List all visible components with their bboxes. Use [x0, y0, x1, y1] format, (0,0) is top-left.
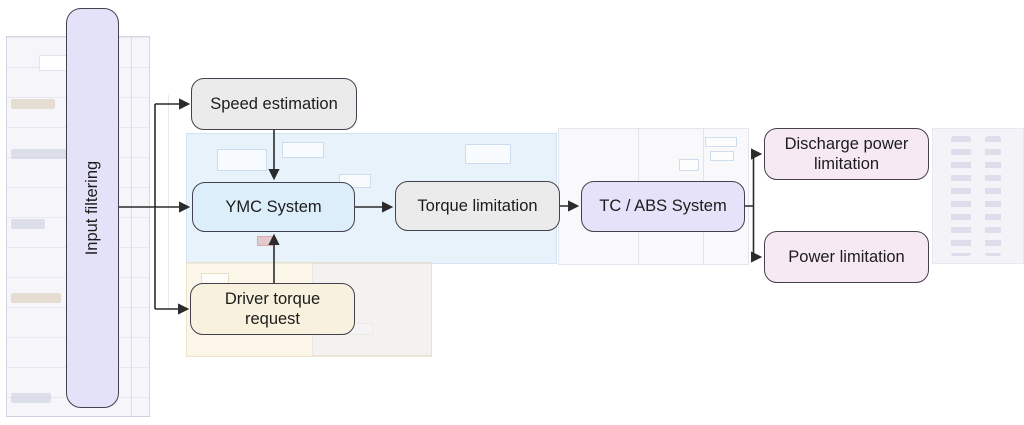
node-label: Speed estimation [210, 94, 338, 113]
node-label: TC / ABS System [599, 197, 727, 216]
node-label: Discharge power limitation [784, 134, 909, 173]
node-label: Power limitation [788, 247, 905, 266]
node-speed-estimation: Speed estimation [191, 78, 357, 130]
node-label: Input filtering [83, 160, 102, 256]
node-torque-limitation: Torque limitation [395, 181, 560, 231]
node-discharge-power-limitation: Discharge power limitation [764, 128, 929, 180]
edge-tcabs-branch [745, 154, 755, 257]
node-driver-torque-request: Driver torque request [190, 283, 355, 335]
node-label: Torque limitation [417, 196, 538, 215]
node-label: YMC System [225, 197, 322, 216]
node-tc-abs-system: TC / ABS System [581, 181, 745, 232]
node-power-limitation: Power limitation [764, 231, 929, 283]
node-label: Driver torque request [224, 289, 321, 328]
node-input-filtering: Input filtering [66, 8, 119, 408]
node-ymc-system: YMC System [192, 182, 355, 232]
